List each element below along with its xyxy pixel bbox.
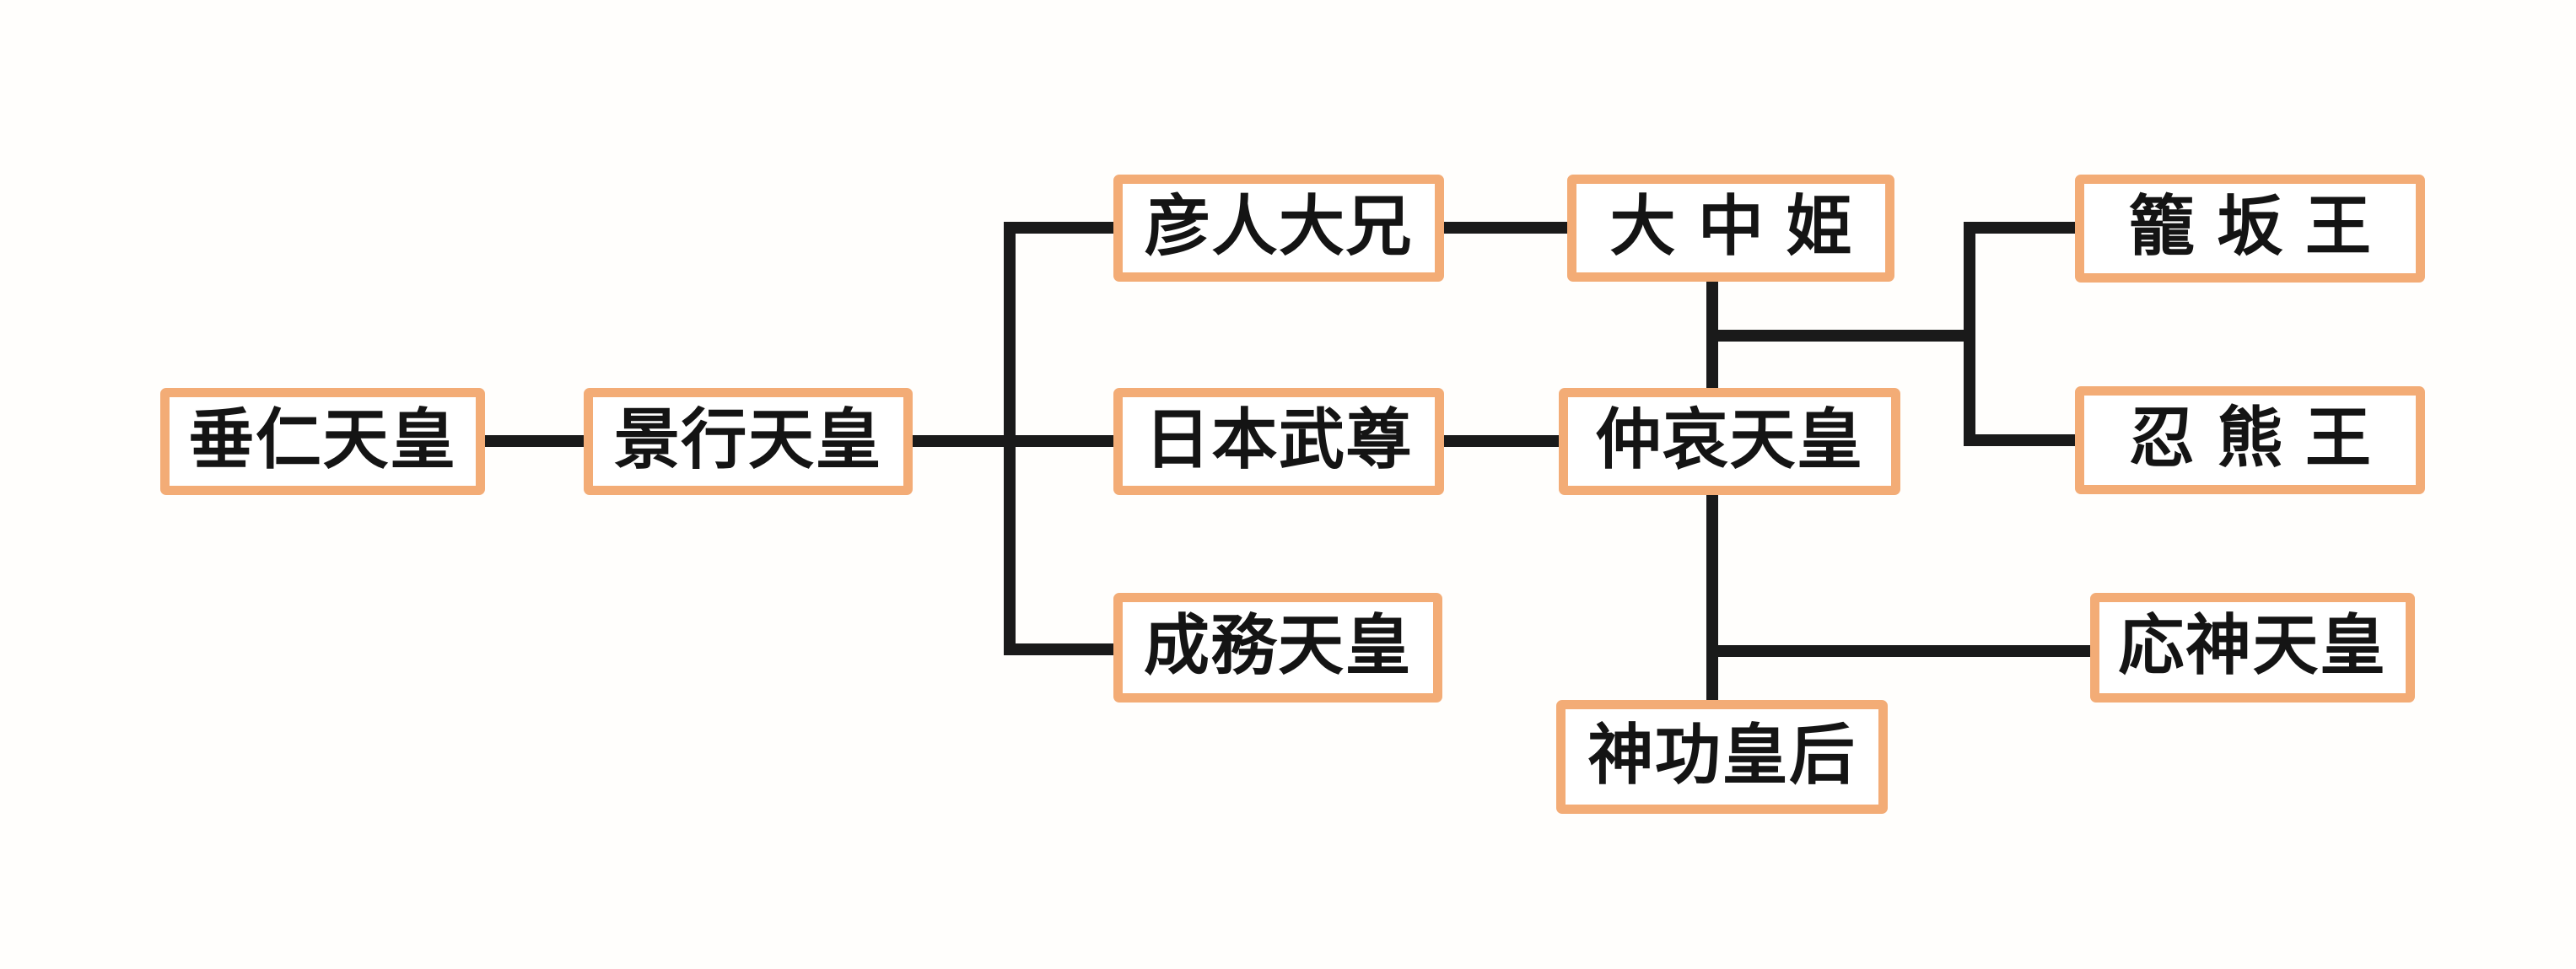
person-box-seimu: 成務天皇: [1113, 593, 1442, 703]
person-box-oujin: 応神天皇: [2090, 593, 2415, 703]
person-name-label: 仲哀天皇: [1595, 401, 1864, 478]
person-name-label: 成務天皇: [1143, 608, 1413, 684]
person-box-oshikuma: 忍熊王: [2075, 386, 2425, 494]
person-name-label: 神功皇后: [1587, 717, 1857, 794]
person-name-label: 日本武尊: [1144, 401, 1414, 478]
person-name-label: 彦人大兄: [1144, 188, 1414, 265]
connector-keikou-children-bracket: [1004, 222, 1118, 655]
person-name-label: 籠坂王: [2128, 189, 2394, 265]
person-box-kagosaka: 籠坂王: [2075, 175, 2425, 283]
connector-kagosaka-oshikuma-bracket: [1964, 222, 2078, 446]
person-box-chuuai: 仲哀天皇: [1559, 388, 1900, 495]
person-box-oonakahime: 大中姫: [1567, 175, 1894, 282]
person-name-label: 忍熊王: [2128, 401, 2394, 476]
person-name-label: 応神天皇: [2118, 608, 2387, 684]
person-box-yamatotakeru: 日本武尊: [1113, 388, 1444, 495]
person-box-keikou: 景行天皇: [584, 388, 913, 495]
person-name-label: 景行天皇: [613, 401, 883, 478]
person-box-hikohito-ooe: 彦人大兄: [1113, 175, 1444, 282]
person-box-jinguu: 神功皇后: [1556, 700, 1888, 814]
person-name-label: 大中姫: [1609, 188, 1875, 265]
person-box-suinin: 垂仁天皇: [160, 388, 485, 495]
person-name-label: 垂仁天皇: [188, 401, 457, 478]
